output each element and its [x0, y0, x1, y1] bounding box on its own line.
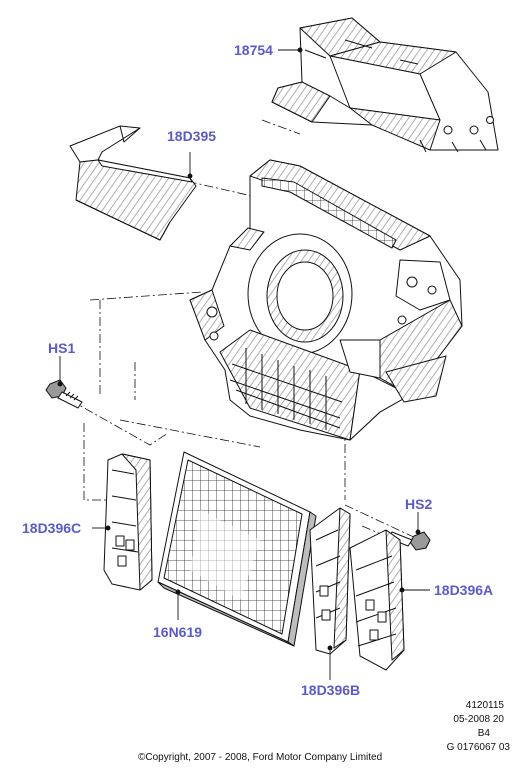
label-18d396a: 18D396A — [434, 582, 494, 598]
cabin-filter-part — [157, 451, 317, 647]
bolt-hs2-part — [387, 531, 431, 551]
label-18d396c: 18D396C — [22, 520, 82, 536]
bracket-right-part — [349, 529, 405, 671]
bolt-hs1-part — [45, 379, 83, 409]
label-16n619: 16N619 — [153, 624, 203, 640]
label-hs2: HS2 — [405, 496, 433, 512]
label-18d395: 18D395 — [167, 128, 217, 144]
copyright-notice: ©Copyright, 2007 - 2008, Ford Motor Comp… — [138, 752, 383, 763]
label-18d396b: 18D396B — [301, 682, 361, 698]
blower-cover-part — [271, 17, 499, 153]
drawing-sheet: B4 — [477, 728, 490, 739]
drawing-number: 4120115 — [465, 700, 504, 711]
bracket-middle-part — [309, 507, 351, 655]
label-18754: 18754 — [234, 42, 273, 58]
callout-leaders — [57, 47, 430, 680]
cover-panel-part — [69, 125, 197, 241]
label-hs1: HS1 — [48, 340, 76, 356]
blower-housing-part — [189, 159, 463, 441]
drawing-reference: G 0176067 03 — [446, 742, 510, 753]
bracket-left-part — [103, 453, 153, 591]
leader-lines — [69, 119, 421, 541]
drawing-date: 05-2008 20 — [453, 714, 504, 725]
